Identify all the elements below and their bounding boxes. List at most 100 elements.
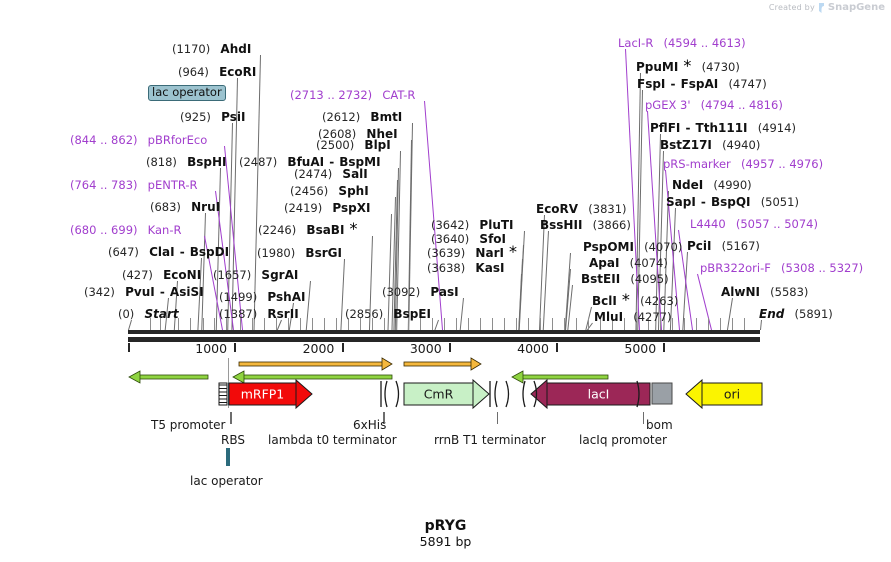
gene-arrow-label-ori: ori: [724, 387, 740, 402]
feature-label-tick: [230, 412, 231, 424]
enzyme-position: (2500): [316, 138, 355, 152]
enzyme-name: SalI: [342, 167, 368, 181]
enzyme-label-bsshii: BssHII (3866): [540, 218, 631, 231]
green-arrow-1: [241, 374, 393, 380]
enzyme-position: (3638): [427, 261, 466, 275]
feature-label-lac-operator: lac operator: [190, 474, 263, 488]
enzyme-label-ppumi: PpuMI * (4730): [636, 56, 740, 75]
enzyme-name: NarI: [475, 246, 504, 260]
primer-range: (5057 .. 5074): [735, 217, 818, 231]
enzyme-name: AsiSI: [169, 285, 204, 299]
name-separator: -: [329, 155, 335, 169]
bom-box[interactable]: [651, 382, 673, 405]
enzyme-position: (5051): [760, 195, 799, 209]
plasmid-name: pRYG: [424, 518, 467, 534]
ruler-tick-3000: [448, 343, 451, 352]
enzyme-name: PspOMI: [583, 240, 634, 254]
enzyme-position: (0): [118, 307, 135, 321]
enzyme-name: SapI: [666, 195, 696, 209]
primer-range: (680 .. 699): [70, 223, 138, 237]
enzyme-label-pcii: PciI (5167): [687, 239, 760, 252]
enzyme-position: (2487): [239, 155, 278, 169]
primer-range: (4594 .. 4613): [663, 36, 746, 50]
enzyme-name: PpuMI: [636, 60, 679, 74]
primer-range: (4957 .. 4976): [740, 157, 824, 171]
enzyme-label-sali: (2474) SalI: [294, 167, 368, 180]
primer-label-pbrforeco: (844 .. 862) pBRforEco: [70, 133, 207, 146]
enzyme-label-fspi: FspI - FspAI (4747): [637, 77, 767, 90]
ruler-tick-label-3000: 3000: [409, 341, 442, 356]
enzyme-position: (4730): [701, 60, 740, 74]
enzyme-label-bspei: (2856) BspEI: [345, 307, 431, 320]
gene-arrow-label-mrfp1: mRFP1: [241, 387, 285, 402]
ruler-bar-bottom: [128, 337, 760, 342]
enzyme-label-kasi: (3638) KasI: [427, 261, 504, 274]
feature-label-rrnb-t1-terminator: rrnB T1 terminator: [434, 433, 546, 447]
enzyme-name: PciI: [687, 239, 712, 253]
enzyme-position: (4074): [629, 256, 668, 270]
enzyme-name: PflFI: [650, 121, 681, 135]
rrnb-t1-terminator-a-left: [494, 380, 498, 408]
enzyme-position: (2856): [345, 307, 384, 321]
primer-name: L4440: [690, 217, 726, 231]
enzyme-position: (1499): [219, 290, 258, 304]
feature-label-tick: [643, 412, 644, 424]
enzyme-name: PasI: [430, 285, 459, 299]
gene-arrow-head-cmr: [472, 378, 490, 410]
enzyme-position: (2246): [258, 223, 297, 237]
name-separator: -: [159, 285, 165, 299]
enzyme-name: EcoNI: [163, 268, 202, 282]
enzyme-label-sfoi: (3640) SfoI: [431, 232, 506, 245]
enzyme-position: (2474): [294, 167, 333, 181]
enzyme-name: EcoRI: [219, 65, 257, 79]
feature-label-tick: [497, 412, 498, 424]
enzyme-name: SgrAI: [261, 268, 299, 282]
enzyme-name: PvuI: [125, 285, 155, 299]
enzyme-label-mlui: MluI (4277): [594, 310, 671, 323]
enzyme-label-clai: (647) ClaI - BspDI: [108, 245, 229, 258]
enzyme-label-bmti: (2612) BmtI: [322, 110, 402, 123]
lambda-t0-terminator-right: [395, 380, 400, 408]
name-separator: -: [179, 245, 185, 259]
enzyme-position: (427): [122, 268, 153, 282]
green-arrow-head-0: [128, 370, 141, 384]
primer-name: pBR322ori-F: [700, 261, 771, 275]
feature-label-rbs: RBS: [221, 433, 245, 447]
enzyme-name: PsiI: [221, 110, 246, 124]
enzyme-position: (3640): [431, 232, 470, 246]
primer-range: (764 .. 783): [70, 178, 138, 192]
enzyme-name: RsrII: [267, 307, 299, 321]
ruler-tick-label-5000: 5000: [624, 341, 657, 356]
enzyme-label-sgrai: (1657) SgrAI: [213, 268, 298, 281]
enzyme-position: (5583): [770, 285, 809, 299]
enzyme-position: (3642): [431, 218, 470, 232]
ruler-tick-2000: [341, 343, 344, 352]
enzyme-name: PspXI: [332, 201, 371, 215]
gene-arrow-head-ori: [685, 378, 703, 410]
enzyme-label-nrui: (683) NruI: [150, 200, 220, 213]
enzyme-position: (4990): [713, 178, 752, 192]
enzyme-name: BstZ17I: [660, 138, 712, 152]
primer-name: pBRforEco: [147, 133, 208, 147]
gene-arrow-head-mrfp1: [295, 378, 313, 410]
gene-arrow-label-laci: lacI: [588, 387, 610, 402]
enzyme-name: MluI: [594, 310, 624, 324]
enzyme-name: Tth111I: [695, 121, 748, 135]
ruler-tick-4000: [556, 343, 559, 352]
enzyme-label-start: (0) Start: [118, 307, 179, 320]
plasmid-length: 5891 bp: [419, 534, 472, 549]
enzyme-name: BlpI: [364, 138, 391, 152]
enzyme-label-bfuai: (2487) BfuAI - BspMI: [239, 155, 381, 168]
enzyme-name: BmtI: [370, 110, 403, 124]
enzyme-label-ndei: NdeI (4990): [672, 178, 752, 191]
lac-operator-connector: [226, 448, 230, 466]
name-separator: -: [670, 77, 676, 91]
enzyme-label-pflfi: PflFI - Tth111I (4914): [650, 121, 796, 134]
enzyme-position: (2612): [322, 110, 361, 124]
enzyme-position: (964): [178, 65, 209, 79]
enzyme-position: (5167): [721, 239, 760, 253]
enzyme-position: (4277): [633, 310, 672, 324]
enzyme-label-blpi: (2500) BlpI: [316, 138, 391, 151]
orange-arrow-head-0: [381, 357, 393, 371]
enzyme-label-bsteii: BstEII (4095): [581, 272, 669, 285]
